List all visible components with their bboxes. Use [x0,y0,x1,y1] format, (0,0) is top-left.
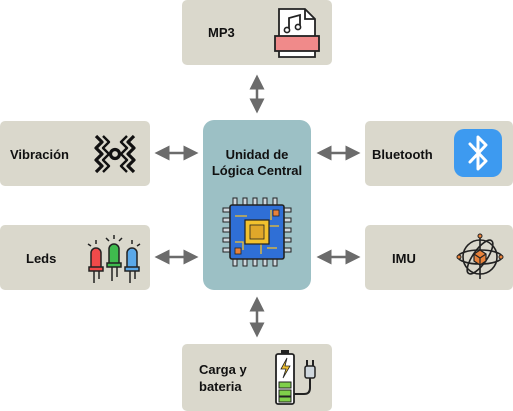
module-leds-label: Leds [26,251,57,266]
module-bluetooth: Bluetooth [365,121,513,186]
music-file-icon [274,8,320,58]
module-imu-label: IMU [392,251,416,266]
central-logic-unit: Unidad de Lógica Central [203,120,311,290]
module-mp3: MP3 [182,0,332,65]
module-bluetooth-label: Bluetooth [372,147,433,162]
module-imu: IMU [365,225,513,290]
leds-icon [87,235,141,283]
bluetooth-icon [454,129,502,177]
module-mp3-label: MP3 [208,25,235,40]
central-title-line1: Unidad de [225,147,289,162]
module-carga-label-line2: bateria [199,379,242,394]
central-title-line2: Lógica Central [211,163,303,178]
gyroscope-icon [456,233,504,279]
module-vibracion-label: Vibración [10,147,70,162]
microchip-icon [222,197,292,267]
module-carga-label-line1: Carga y [199,362,247,377]
module-carga: Carga y bateria [182,344,332,411]
module-leds: Leds [0,225,150,290]
module-vibracion: Vibración [0,121,150,186]
battery-plug-icon [275,350,316,405]
vibration-icon [94,134,136,174]
